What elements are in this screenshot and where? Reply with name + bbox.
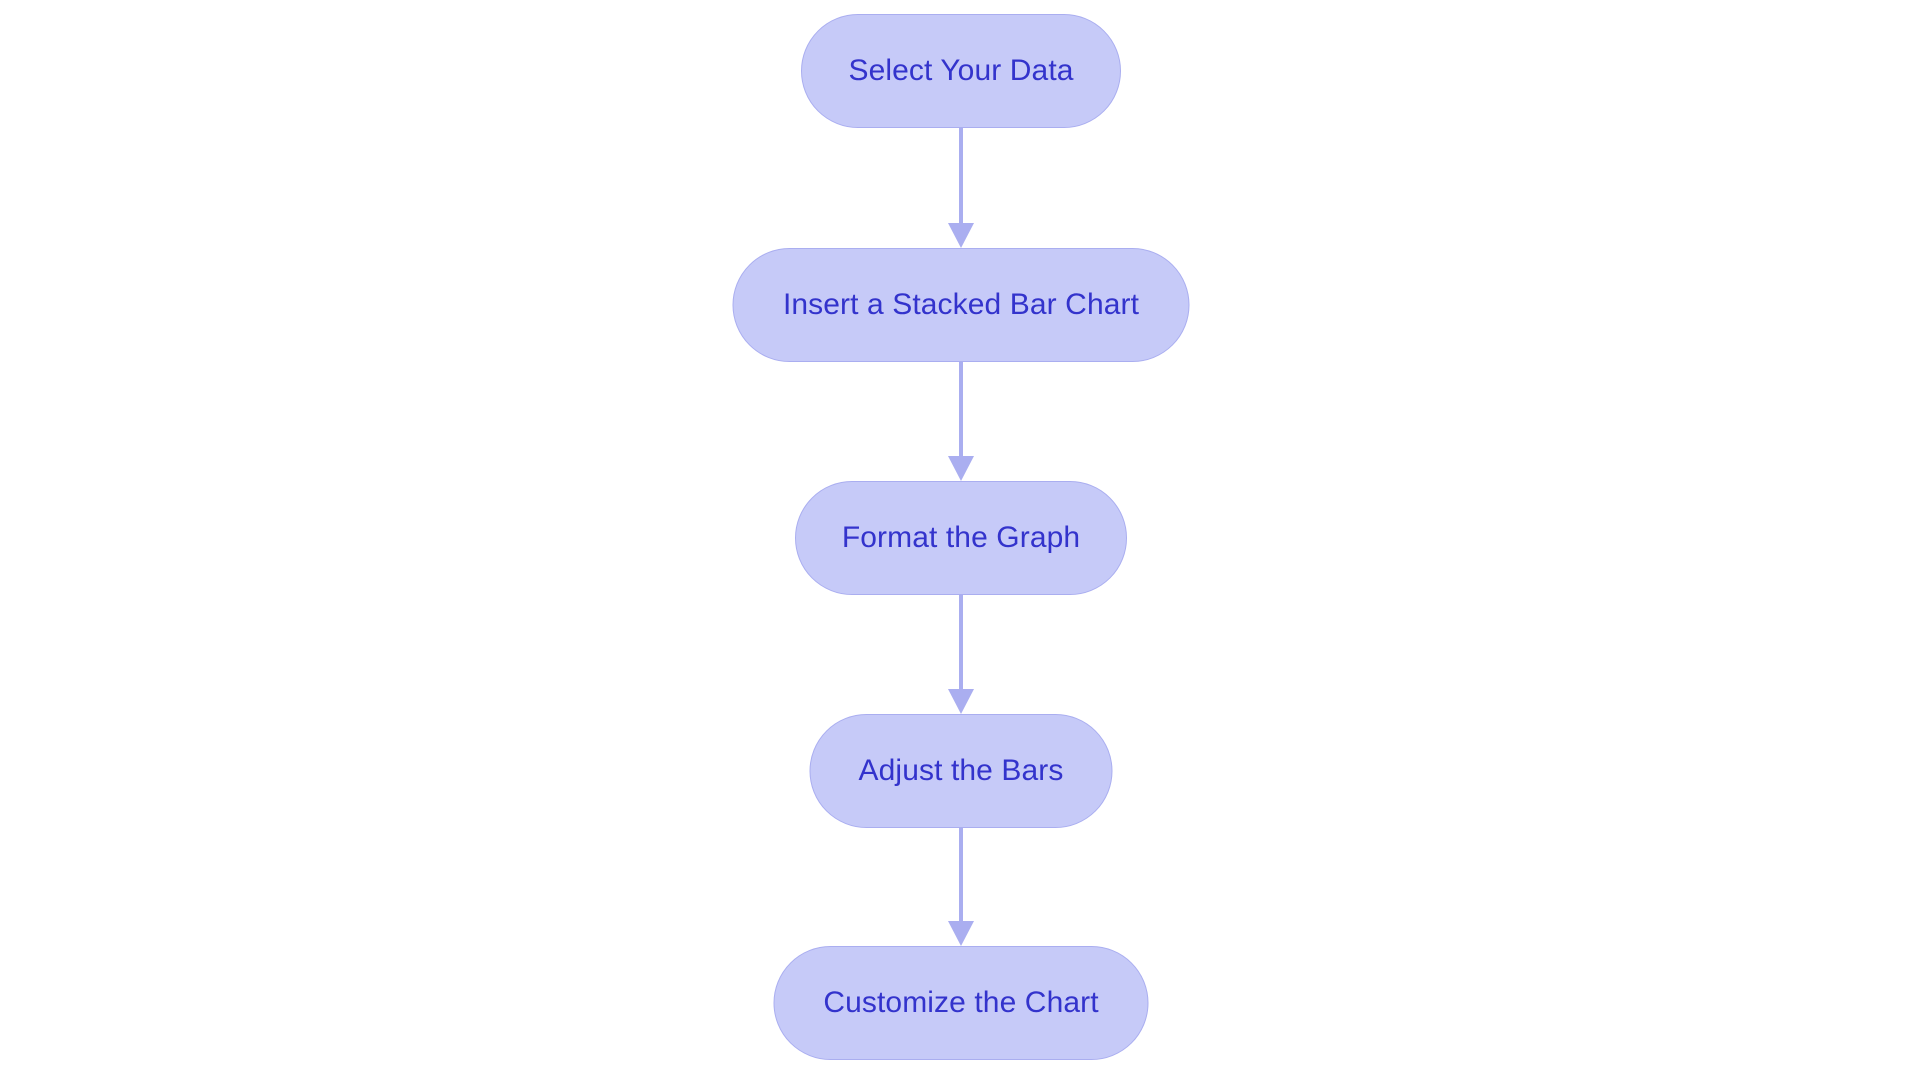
flowchart-node-insert-a-stacked-bar-chart[interactable]: Insert a Stacked Bar Chart [732, 248, 1190, 362]
connector-shaft [959, 128, 963, 223]
flowchart-node-label: Adjust the Bars [858, 754, 1064, 787]
flowchart-node-customize-the-chart[interactable]: Customize the Chart [773, 946, 1149, 1060]
flowchart-connector-2 [947, 362, 975, 481]
flowchart-node-label: Select Your Data [848, 54, 1074, 87]
flowchart-connector-1 [947, 128, 975, 248]
connector-shaft [959, 595, 963, 689]
flowchart-node-select-your-data[interactable]: Select Your Data [801, 14, 1121, 128]
flowchart-node-label: Format the Graph [841, 521, 1081, 554]
connector-shaft [959, 828, 963, 921]
flowchart-connector-3 [947, 595, 975, 714]
connector-shaft [959, 362, 963, 456]
arrow-down-icon [948, 689, 974, 714]
arrow-down-icon [948, 456, 974, 481]
flowchart-node-label: Customize the Chart [823, 986, 1099, 1019]
flowchart-node-label: Insert a Stacked Bar Chart [782, 288, 1140, 321]
arrow-down-icon [948, 223, 974, 248]
flowchart-connector-4 [947, 828, 975, 946]
flowchart-node-adjust-the-bars[interactable]: Adjust the Bars [809, 714, 1113, 828]
flowchart-node-format-the-graph[interactable]: Format the Graph [795, 481, 1127, 595]
arrow-down-icon [948, 921, 974, 946]
